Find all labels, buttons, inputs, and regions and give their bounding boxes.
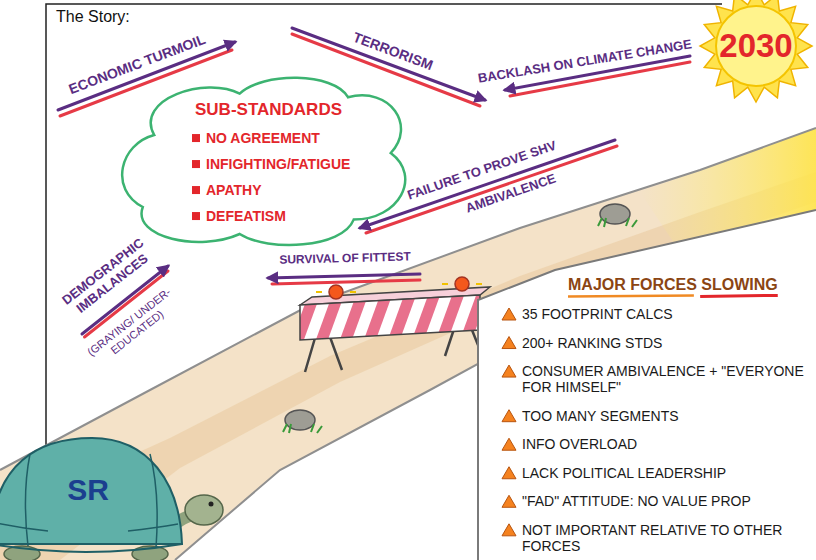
sun-burst: 2030 bbox=[696, 0, 816, 96]
node-text: APATHY bbox=[206, 182, 261, 198]
node-heading: 2030 bbox=[719, 27, 792, 65]
arrow-label: SURVIVAL OF FITTEST bbox=[279, 250, 411, 267]
grass bbox=[283, 424, 322, 433]
bullet-triangle bbox=[502, 308, 516, 320]
node-text: INFIGHTING/FATIGUE bbox=[206, 156, 350, 172]
arrow-shadow bbox=[272, 280, 420, 284]
turtle-eye bbox=[209, 502, 214, 507]
rock bbox=[598, 204, 637, 227]
node-text: INFO OVERLOAD bbox=[522, 436, 810, 452]
forces-panel: MAJOR FORCES SLOWING 35 FOOTPRINT CALCS 20… bbox=[478, 210, 816, 560]
node-text: DEFEATISM bbox=[206, 208, 286, 224]
node-text: CONSUMER AMBIVALENCE + "EVERYONE FOR HIM… bbox=[522, 363, 810, 395]
node-text: LACK POLITICAL LEADERSHIP bbox=[522, 465, 810, 481]
node-text: 35 FOOTPRINT CALCS bbox=[522, 306, 810, 322]
bullet-square bbox=[192, 160, 200, 168]
turtle-figure-outline bbox=[0, 432, 225, 560]
node-heading: MAJOR FORCES SLOWING bbox=[568, 276, 778, 294]
bullet-square bbox=[192, 212, 200, 220]
barrier-outline bbox=[300, 295, 480, 340]
story-arrow bbox=[268, 274, 420, 278]
cloud-outline bbox=[122, 78, 405, 245]
warning-light bbox=[455, 277, 469, 291]
node-text: "FAD" ATTITUDE: NO VALUE PROP bbox=[522, 493, 810, 509]
bullet-triangle bbox=[502, 438, 516, 450]
heading-underline bbox=[700, 295, 778, 296]
bullet-square bbox=[192, 186, 200, 194]
turtle-figure: SR bbox=[0, 432, 225, 560]
thought-cloud: SUB-STANDARDS NO AGREEMENT INFIGHTING/FATI… bbox=[120, 72, 405, 252]
node-text: 200+ RANKING STDS bbox=[522, 335, 810, 351]
sun-disc bbox=[716, 6, 796, 86]
panel-ground bbox=[478, 210, 816, 560]
bullet-triangle bbox=[502, 524, 516, 536]
grass bbox=[598, 218, 637, 227]
bullet-triangle bbox=[502, 410, 516, 422]
node-text: NO AGREEMENT bbox=[206, 130, 320, 146]
bullet-square bbox=[192, 134, 200, 142]
heading-underline bbox=[568, 295, 694, 296]
bullet-triangle bbox=[502, 495, 516, 507]
bullet-triangle bbox=[502, 467, 516, 479]
node-heading: SUB-STANDARDS bbox=[195, 100, 342, 120]
barrier-stripes bbox=[290, 290, 490, 345]
light-rays bbox=[316, 284, 482, 292]
panel-border bbox=[478, 210, 816, 560]
node-text: TOO MANY SEGMENTS bbox=[522, 408, 810, 424]
turtle-head bbox=[185, 495, 223, 525]
warning-light bbox=[329, 285, 343, 299]
shell-grid bbox=[0, 454, 178, 548]
rock bbox=[283, 410, 322, 433]
road-barrier bbox=[290, 277, 490, 372]
diagram-title: The Story: bbox=[56, 8, 130, 26]
node-heading: SR bbox=[67, 473, 109, 508]
sun-rays bbox=[700, 0, 812, 102]
node-text: NOT IMPORTANT RELATIVE TO OTHER FORCES bbox=[522, 522, 810, 554]
bullet-triangle bbox=[502, 337, 516, 349]
bullet-triangle bbox=[502, 365, 516, 377]
